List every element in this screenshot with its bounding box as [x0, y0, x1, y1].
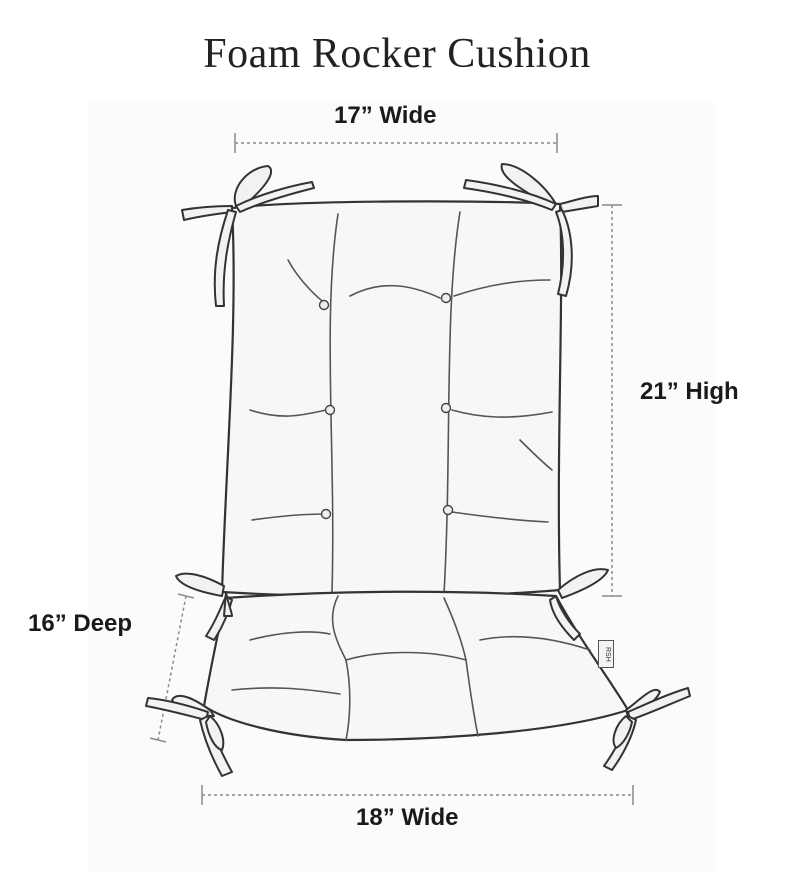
top-width-label: 17” Wide [334, 102, 437, 129]
dimension-line-top [234, 133, 558, 153]
back-cushion [220, 200, 563, 598]
dimension-line-depth [149, 593, 195, 743]
tie-bottom-right [603, 687, 691, 771]
dimension-line-height [602, 204, 622, 597]
tie-middle-right [549, 568, 609, 641]
tie-bottom-left [145, 694, 233, 777]
diagram-title: Foam Rocker Cushion [203, 31, 591, 77]
tie-top-right [463, 163, 599, 297]
dimension-line-bottom [201, 785, 634, 805]
brand-label-tag: RSH [598, 640, 614, 668]
seat-cushion-tufts [231, 595, 591, 741]
bottom-width-label: 18” Wide [356, 804, 459, 831]
tie-middle-left [175, 572, 233, 641]
height-label: 21” High [640, 378, 739, 405]
tie-top-left [181, 165, 315, 307]
tuft-buttons [318, 292, 454, 520]
depth-label: 16” Deep [28, 610, 133, 637]
back-cushion-tufts [249, 211, 553, 595]
